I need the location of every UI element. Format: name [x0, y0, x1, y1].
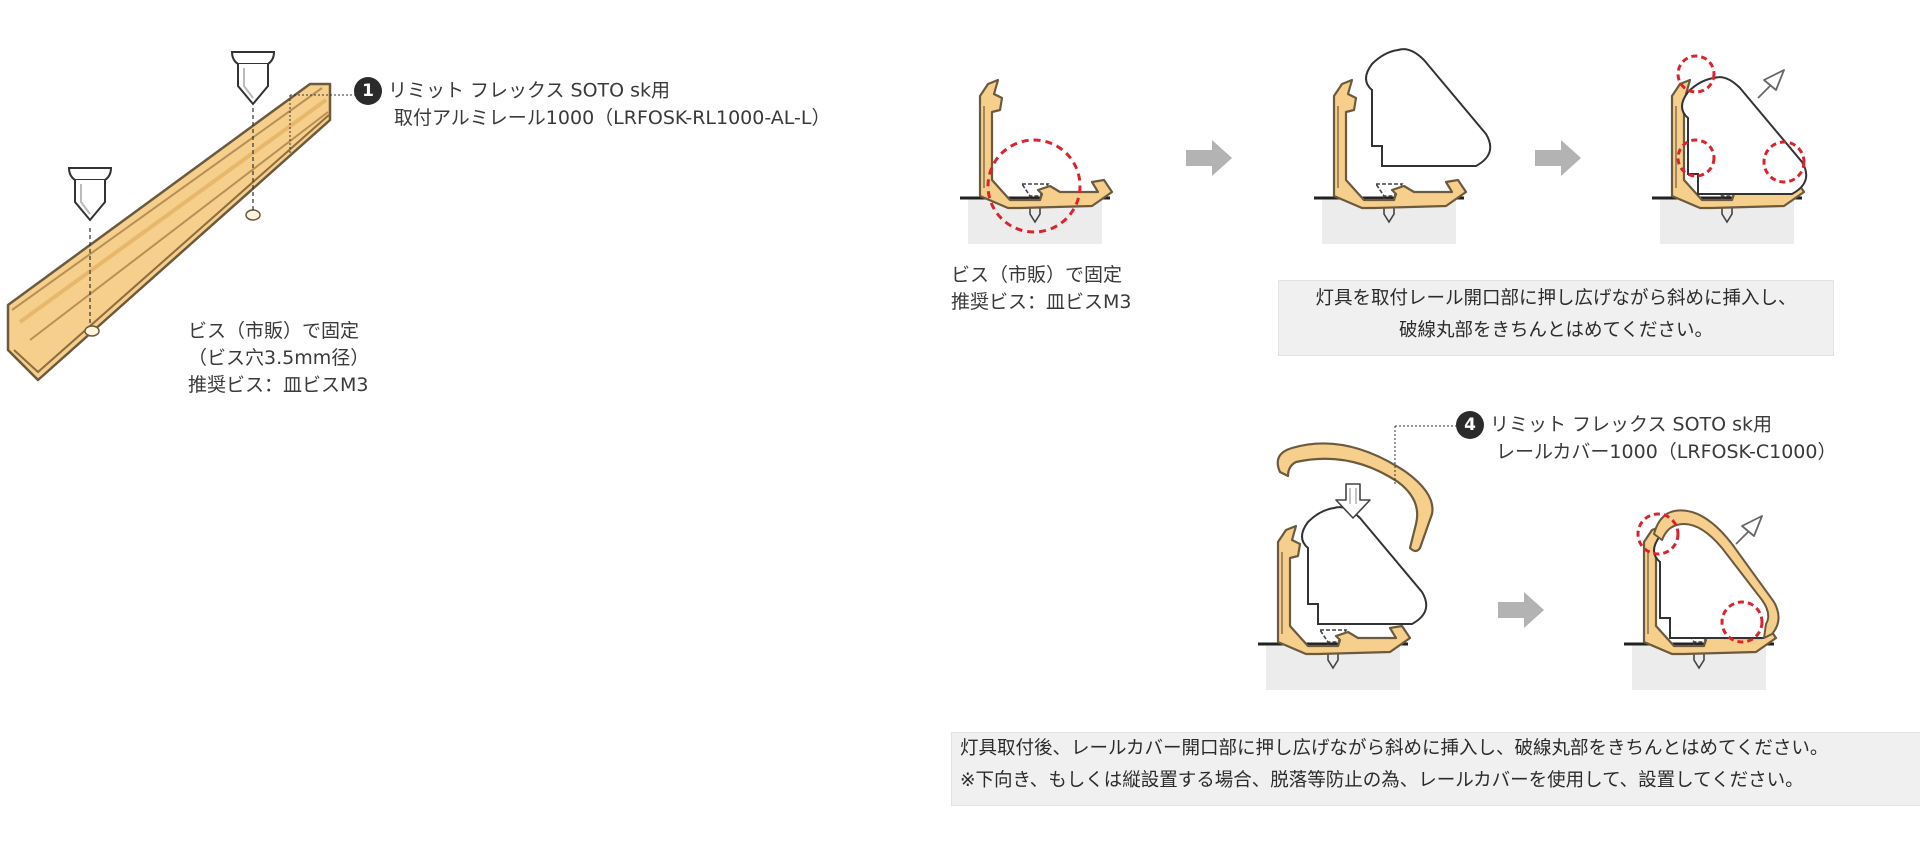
- dashed-circle: [1676, 138, 1716, 178]
- dashed-circle: [1720, 600, 1764, 644]
- screw-note-line: （ビス穴3.5mm径）: [188, 347, 370, 369]
- note-box-cover: 灯具取付後、レールカバー開口部に押し広げながら斜めに挿入し、破線丸部をきちんとは…: [951, 732, 1920, 806]
- step-luminaire-seated: [1650, 54, 1808, 246]
- dashed-circle: [1676, 54, 1716, 94]
- step-cover-insert: [1256, 442, 1434, 692]
- dashed-circle: [986, 138, 1082, 234]
- note-line: 破線丸部をきちんとはめてください。: [1399, 320, 1713, 341]
- screw-note-line: 推奨ビス：皿ビスM3: [188, 374, 369, 396]
- right-arrow-icon: [1535, 140, 1581, 176]
- note-box-luminaire: 灯具を取付レール開口部に押し広げながら斜めに挿入し、 破線丸部をきちんとはめてく…: [1278, 280, 1834, 356]
- step-rail-fixed: [958, 78, 1114, 246]
- cover-part-label: 4 リミット フレックス SOTO sk用 レールカバー1000（LRFOSK-C…: [1456, 411, 1836, 466]
- rail-part-label: 1 リミット フレックス SOTO sk用 取付アルミレール1000（LRFOSK…: [354, 77, 831, 132]
- right-arrow-icon: [1498, 592, 1544, 628]
- right-arrow-icon: [1186, 140, 1232, 176]
- step-cover-seated: [1622, 509, 1780, 692]
- screw-note-line: ビス（市販）で固定: [188, 320, 360, 342]
- cover-part-name: リミット フレックス SOTO sk用: [1490, 413, 1773, 436]
- note-line: ※下向き、もしくは縦設置する場合、脱落等防止の為、レールカバーを使用して、設置し…: [960, 770, 1804, 791]
- outline-arrow-icon: [1735, 515, 1763, 545]
- step-number-badge: 1: [354, 77, 382, 105]
- outline-arrow-icon: [1757, 69, 1785, 99]
- dashed-circle: [1762, 140, 1806, 184]
- step-luminaire-insert: [1312, 48, 1492, 246]
- dashed-circle: [1636, 512, 1680, 556]
- screw-note-mid: ビス（市販）で固定 推奨ビス：皿ビスM3: [951, 262, 1131, 316]
- cover-part-code: レールカバー1000（LRFOSK-C1000）: [1496, 441, 1837, 463]
- screw-note-line: 推奨ビス：皿ビスM3: [951, 291, 1132, 313]
- screw-icon: [68, 167, 112, 221]
- screw-icon: [231, 51, 275, 105]
- rail-part-code: 取付アルミレール1000（LRFOSK-RL1000-AL-L）: [394, 107, 831, 129]
- note-line: 灯具取付後、レールカバー開口部に押し広げながら斜めに挿入し、破線丸部をきちんとは…: [960, 738, 1829, 759]
- screw-note-left: ビス（市販）で固定 （ビス穴3.5mm径） 推奨ビス：皿ビスM3: [188, 318, 369, 399]
- step-number-badge: 4: [1456, 411, 1484, 439]
- screw-note-line: ビス（市販）で固定: [951, 264, 1123, 286]
- rail-3d-illustration: [6, 82, 355, 382]
- note-line: 灯具を取付レール開口部に押し広げながら斜めに挿入し、: [1315, 288, 1797, 309]
- rail-part-name: リミット フレックス SOTO sk用: [388, 79, 671, 102]
